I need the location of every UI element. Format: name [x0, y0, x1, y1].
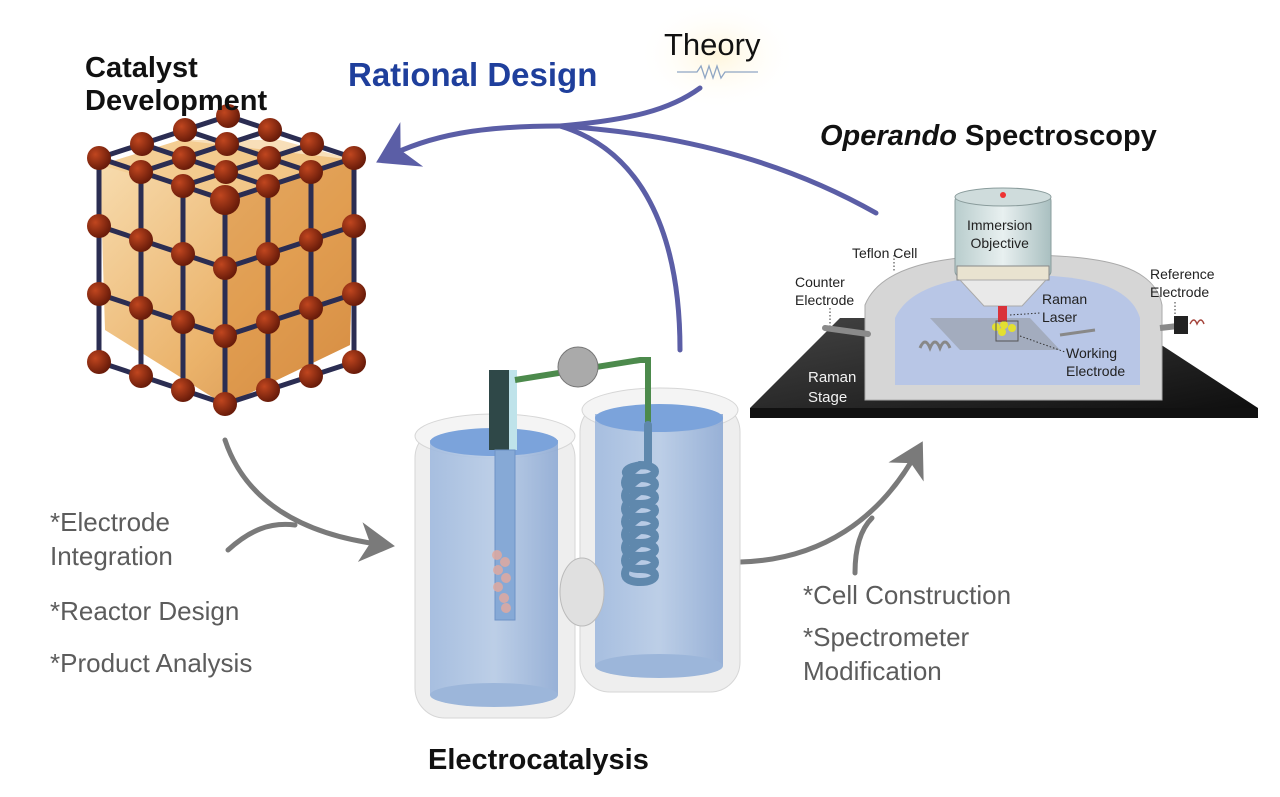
electrocatalysis-to-operando-arrow: [737, 441, 924, 565]
raman-laser-label: Raman Laser: [1042, 290, 1087, 326]
lattice-atom: [171, 310, 195, 334]
title-line: Catalyst: [85, 52, 198, 84]
lattice-atom: [87, 146, 111, 170]
teflon-cell-label: Teflon Cell: [852, 245, 918, 261]
note-line: *Spectrometer: [803, 622, 970, 652]
electrochemical-cell-image: [414, 346, 741, 719]
working-electrode-label: Working Electrode: [1066, 344, 1125, 380]
lattice-atom: [171, 378, 195, 402]
lattice-atom: [299, 160, 323, 184]
reference-electrode-label: Reference Electrode: [1150, 265, 1215, 301]
label-line: Reference: [1150, 266, 1215, 282]
lattice-atom: [213, 324, 237, 348]
lattice-atom: [173, 118, 197, 142]
lattice-atom: [214, 160, 238, 184]
note-line: Modification: [803, 656, 942, 686]
counter-electrode-label: Counter Electrode: [795, 273, 854, 309]
lattice-atom: [256, 378, 280, 402]
lattice-atom: [342, 282, 366, 306]
spectrometer-modification-note: *Spectrometer Modification: [803, 620, 969, 688]
immersion-objective-label: Immersion Objective: [967, 216, 1032, 252]
lattice-atom: [130, 132, 154, 156]
lattice-atom: [299, 364, 323, 388]
lattice-atom: [87, 282, 111, 306]
title-line: Development: [85, 85, 268, 117]
lattice-atom: [342, 350, 366, 374]
lattice-atom: [299, 228, 323, 252]
theory-branch: [557, 85, 703, 129]
lattice-atom: [129, 296, 153, 320]
operando-spectroscopy-title: Operando Spectroscopy: [820, 120, 1157, 153]
cell-construction-merge: [852, 515, 875, 576]
operando-branch: [557, 123, 879, 216]
theory-label: Theory: [664, 27, 761, 62]
label-line: Working: [1066, 345, 1118, 361]
catalyst-lattice-image: [87, 104, 366, 416]
label-line: Laser: [1042, 309, 1078, 325]
label-line: Immersion: [967, 217, 1033, 233]
cell-construction-note: *Cell Construction: [803, 580, 1012, 610]
note-line: *Electrode: [50, 507, 170, 537]
lattice-atom: [342, 214, 366, 238]
lattice-atom: [129, 228, 153, 252]
lattice-atom: [299, 296, 323, 320]
lattice-atom: [215, 132, 239, 156]
label-line: Stage: [808, 389, 848, 406]
lattice-atom: [129, 364, 153, 388]
lattice-atom: [342, 146, 366, 170]
rational-design-label: Rational Design: [348, 56, 598, 93]
lattice-atom: [216, 104, 240, 128]
label-line: Electrode: [1066, 363, 1126, 379]
title-rest: Spectroscopy: [956, 120, 1157, 152]
electrocatalysis-title: Electrocatalysis: [428, 744, 649, 776]
lattice-atom: [256, 310, 280, 334]
lattice-atom: [300, 132, 324, 156]
label-line: Counter: [795, 274, 845, 290]
label-line: Electrode: [795, 292, 855, 308]
label-line: Electrode: [1150, 284, 1210, 300]
lattice-atom: [257, 146, 281, 170]
rational-design-arrow: [376, 122, 563, 167]
resistor-icon: [677, 63, 758, 81]
electrode-integration-merge: [225, 521, 298, 553]
raman-setup-image: [750, 187, 1258, 418]
lattice-atom: [210, 185, 240, 215]
lattice-atom: [129, 160, 153, 184]
process-arrows: [222, 437, 924, 576]
lattice-atom: [87, 214, 111, 238]
lattice-atom: [256, 174, 280, 198]
electrocatalysis-branch: [557, 123, 683, 353]
feedback-arrows: [376, 85, 879, 353]
label-line: Raman: [1042, 291, 1088, 307]
theory-glow: [638, 0, 798, 110]
title-italic: Operando: [820, 120, 957, 152]
lattice-atom: [213, 256, 237, 280]
product-analysis-note: *Product Analysis: [50, 648, 253, 678]
catalyst-development-title: Catalyst Development: [85, 52, 267, 118]
raman-stage-label: Raman Stage: [808, 368, 856, 408]
lattice-atom: [172, 146, 196, 170]
label-line: Raman: [808, 369, 857, 386]
label-line: Objective: [970, 235, 1029, 251]
lattice-atom: [171, 174, 195, 198]
lattice-atom: [213, 392, 237, 416]
lattice-atom: [256, 242, 280, 266]
note-line: Integration: [50, 541, 173, 571]
lattice-atom: [87, 350, 111, 374]
reactor-design-note: *Reactor Design: [50, 596, 240, 626]
electrode-integration-note: *Electrode Integration: [50, 505, 173, 573]
lattice-atom: [171, 242, 195, 266]
catalyst-to-electrocatalysis-arrow: [222, 437, 395, 562]
lattice-atom: [258, 118, 282, 142]
